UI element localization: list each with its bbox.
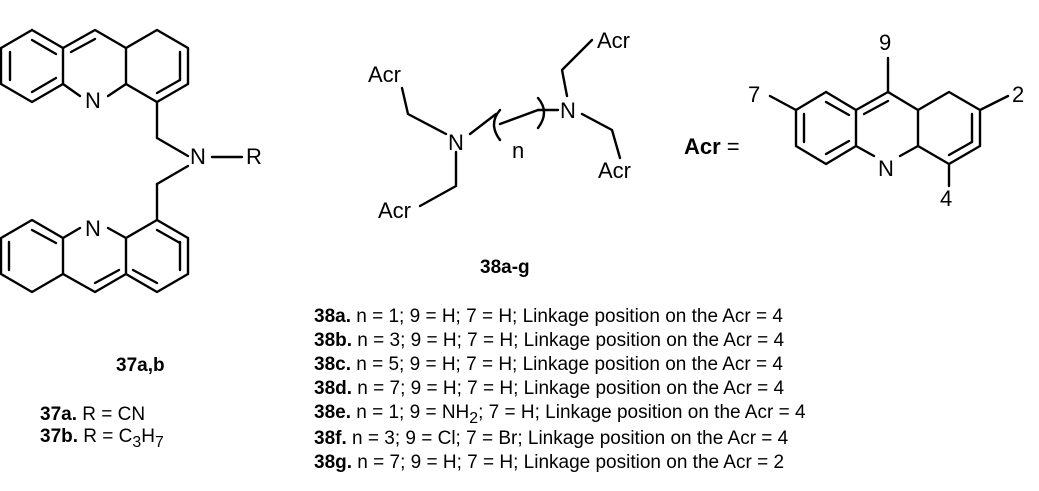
definition-38d: 38d. n = 7; 9 = H; 7 = H; Linkage positi… xyxy=(314,378,785,399)
acr-pos-2: 2 xyxy=(1012,82,1024,107)
acr-structure xyxy=(768,56,1010,188)
acr-pos-4: 4 xyxy=(940,186,952,211)
acr-top-left: Acr xyxy=(368,62,401,87)
definition-37b: 37b. R = C3H7 xyxy=(40,426,164,451)
acr-equals-label: Acr = xyxy=(684,134,740,160)
acridine-top-rings xyxy=(0,28,190,158)
definition-38c: 38c. n = 5; 9 = H; 7 = H; Linkage positi… xyxy=(314,354,783,375)
atom-n-top: N xyxy=(85,88,101,113)
acr-equals: = xyxy=(720,134,740,159)
acr-top-right: Acr xyxy=(597,28,630,53)
caption-37: 37a,b xyxy=(116,355,165,376)
acr-bottom-right: Acr xyxy=(598,158,631,183)
definition-38g: 38g. n = 7; 9 = H; 7 = H; Linkage positi… xyxy=(314,452,785,473)
definition-38f: 38f. n = 3; 9 = Cl; 7 = Br; Linkage posi… xyxy=(314,428,789,449)
acr-label: Acr xyxy=(684,134,721,159)
atom-n-right: N xyxy=(560,98,576,123)
atom-n-bottom: N xyxy=(85,216,101,241)
definition-38b: 38b. n = 3; 9 = H; 7 = H; Linkage positi… xyxy=(314,330,785,351)
atom-n-left: N xyxy=(448,130,464,155)
definition-37a: 37a. R = CN xyxy=(40,404,146,425)
atom-n-amine: N xyxy=(190,144,206,169)
acr-bottom-left: Acr xyxy=(378,198,411,223)
compound-38-skeleton: Acr Acr Acr Acr N N n xyxy=(368,28,631,223)
acr-atom-n: N xyxy=(878,156,894,181)
acridine-bottom-rings xyxy=(0,218,190,294)
acr-pos-9: 9 xyxy=(879,30,891,55)
caption-38: 38a-g xyxy=(480,257,530,278)
subscript-n: n xyxy=(512,138,524,163)
atom-r: R xyxy=(246,144,262,169)
definition-38e: 38e. n = 1; 9 = NH2; 7 = H; Linkage posi… xyxy=(314,402,806,427)
definition-38a: 38a. n = 1; 9 = H; 7 = H; Linkage positi… xyxy=(314,306,783,327)
acr-pos-7: 7 xyxy=(748,82,760,107)
